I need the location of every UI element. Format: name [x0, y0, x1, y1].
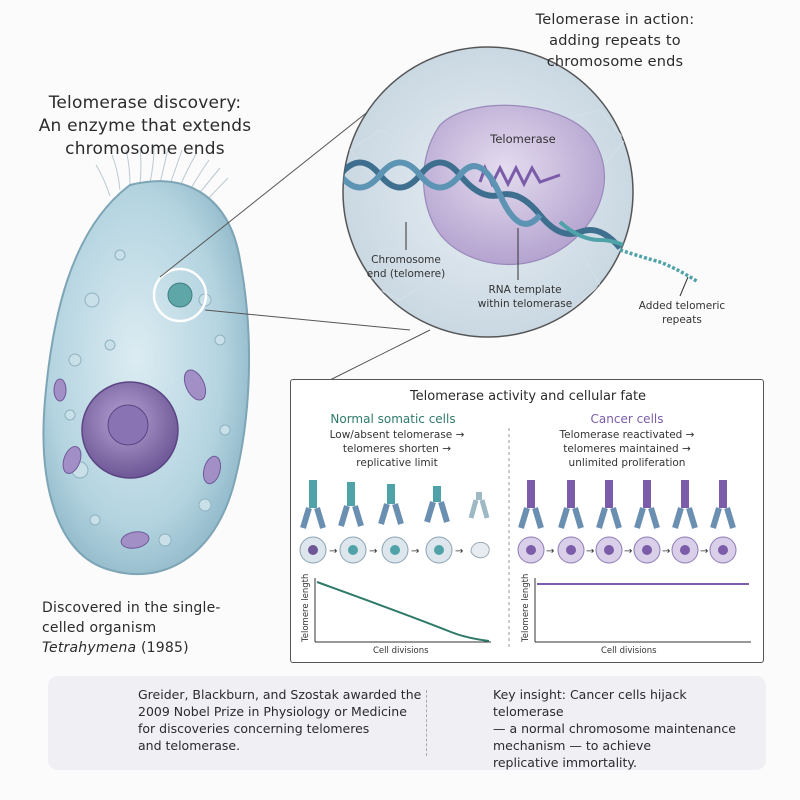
nobel-line-3: for discoveries concerning telomeres	[138, 721, 370, 736]
discovery-line-3: Tetrahymena (1985)	[42, 638, 221, 658]
tetrahymena-cell	[42, 180, 251, 575]
added-repeats-label: Added telomeric repeats	[632, 299, 732, 327]
connector-line-top	[159, 109, 371, 278]
discovery-line-1: Discovered in the single-	[42, 600, 221, 616]
chromosome	[300, 480, 326, 529]
nucleolus	[107, 404, 149, 446]
normal-y-axis-label: Telomere length	[301, 573, 311, 642]
cancer-cells-row: → → → → →	[517, 536, 737, 564]
insight-line-3: mechanism — to achieve	[493, 738, 652, 753]
normal-telomere-curve	[316, 581, 490, 642]
cancer-chromosome	[558, 480, 584, 529]
svg-text:→: →	[411, 546, 419, 557]
added-repeats-pointer	[679, 276, 689, 297]
cancer-cell-nucleus	[526, 545, 536, 555]
left-title: Telomerase discovery: An enzyme that ext…	[20, 92, 270, 161]
normal-chromosomes	[300, 480, 490, 529]
normal-cells-row: → → → →	[299, 536, 490, 564]
added-repeats-tail	[619, 248, 699, 284]
normal-description-line-1: Low/absent telomerase →	[329, 429, 465, 441]
connector-line-bottom	[204, 309, 411, 331]
arrow-icon: →	[586, 546, 594, 557]
fate-title: Telomerase activity and cellular fate	[409, 389, 647, 404]
cancer-description-line-2: telomeres maintained →	[563, 443, 691, 455]
cancer-cell-nucleus	[566, 545, 576, 555]
cancer-chromosome	[634, 480, 660, 529]
cancer-chromosome	[596, 480, 622, 529]
svg-text:→: →	[455, 546, 463, 557]
added-repeats-label-line-1: Added telomeric	[638, 300, 726, 312]
cancer-chromosome	[518, 480, 544, 529]
normal-heading: Normal somatic cells	[330, 412, 456, 426]
organism-name: Tetrahymena	[42, 640, 137, 656]
fate-panel: Telomerase activity and cellular fate → …	[290, 379, 764, 663]
arrow-icon: →	[546, 546, 554, 557]
cancer-telomere-graph	[534, 578, 751, 643]
insight-line-2: — a normal chromosome maintenance	[493, 721, 736, 736]
rna-template-label-line-2: within telomerase	[477, 298, 573, 310]
nobel-line-2: 2009 Nobel Prize in Physiology or Medici…	[138, 704, 407, 719]
cancer-chromosomes	[518, 480, 736, 529]
bottom-divider	[426, 690, 428, 756]
arrow-icon: →	[700, 546, 708, 557]
cancer-cell-nucleus	[718, 545, 728, 555]
cancer-chromosome	[672, 480, 698, 529]
nobel-line-1: Greider, Blackburn, and Szostak awarded …	[138, 687, 422, 702]
chromosome	[338, 482, 364, 527]
right-title: Telomerase in action: adding repeats to …	[500, 10, 730, 73]
fate-graphics: → → → → →→→→→	[299, 428, 751, 650]
nobel-text: Greider, Blackburn, and Szostak awarded …	[138, 686, 423, 754]
normal-x-axis-label: Cell divisions	[373, 646, 429, 656]
insight-line-1: Key insight: Cancer cells hijack telomer…	[493, 687, 687, 719]
normal-description-line-2: telomeres shorten →	[342, 443, 452, 455]
arrow-icon: →	[624, 546, 632, 557]
chromosome	[424, 486, 450, 523]
left-title-line-1: Telomerase discovery:	[48, 93, 242, 113]
connector-line-fate	[329, 329, 431, 381]
left-title-line-2: An enzyme that extends	[38, 116, 252, 136]
chromosome	[468, 492, 490, 519]
cancer-description: Telomerase reactivated → telomeres maint…	[527, 428, 727, 470]
chromosome-end-label-line-1: Chromosome	[371, 254, 441, 266]
svg-text:→: →	[369, 546, 377, 557]
cancer-description-line-1: Telomerase reactivated →	[559, 429, 695, 441]
cancer-x-axis-label: Cell divisions	[601, 646, 657, 656]
cancer-cell-nucleus	[680, 545, 690, 555]
left-title-line-3: chromosome ends	[65, 139, 225, 159]
cancer-chromosome	[710, 480, 736, 529]
cancer-y-axis-label: Telomere length	[521, 573, 531, 642]
normal-telomere-graph	[314, 578, 491, 643]
right-title-line-3: chromosome ends	[546, 54, 684, 70]
added-repeats-label-line-2: repeats	[662, 314, 702, 326]
insight-text: Key insight: Cancer cells hijack telomer…	[493, 686, 758, 771]
telomere-cluster	[167, 282, 193, 308]
cancer-heading: Cancer cells	[590, 412, 664, 426]
zoom-highlight-circle	[152, 267, 208, 323]
mitochondria	[53, 369, 222, 549]
normal-description-line-3: replicative limit	[356, 457, 438, 469]
telomerase-label: Telomerase	[490, 132, 556, 146]
cancer-cell-nucleus	[604, 545, 614, 555]
telomerase-enzyme	[423, 104, 605, 266]
right-title-line-1: Telomerase in action:	[535, 12, 695, 28]
right-title-line-2: adding repeats to	[549, 33, 681, 49]
discovery-line-2: celled organism	[42, 620, 157, 636]
normal-description: Low/absent telomerase → telomeres shorte…	[297, 428, 497, 470]
discovery-caption: Discovered in the single- celled organis…	[42, 598, 221, 658]
discovery-year: (1985)	[140, 640, 189, 656]
nobel-line-4: and telomerase.	[138, 738, 241, 753]
cancer-description-line-3: unlimited proliferation	[568, 457, 686, 469]
chromosome-end-label-line-2: end (telomere)	[366, 268, 446, 280]
bottom-info-panel: Greider, Blackburn, and Szostak awarded …	[48, 676, 766, 770]
rna-template-label: RNA template within telomerase	[470, 283, 580, 311]
rna-template-label-line-1: RNA template	[488, 284, 562, 296]
cancer-cell-nucleus	[642, 545, 652, 555]
insight-line-4: replicative immortality.	[493, 755, 638, 770]
svg-text:→: →	[329, 546, 337, 557]
chromosome-end-label: Chromosome end (telomere)	[356, 253, 456, 281]
chromosome	[378, 484, 404, 525]
arrow-icon: →	[662, 546, 670, 557]
dna-strand-b	[343, 159, 543, 227]
